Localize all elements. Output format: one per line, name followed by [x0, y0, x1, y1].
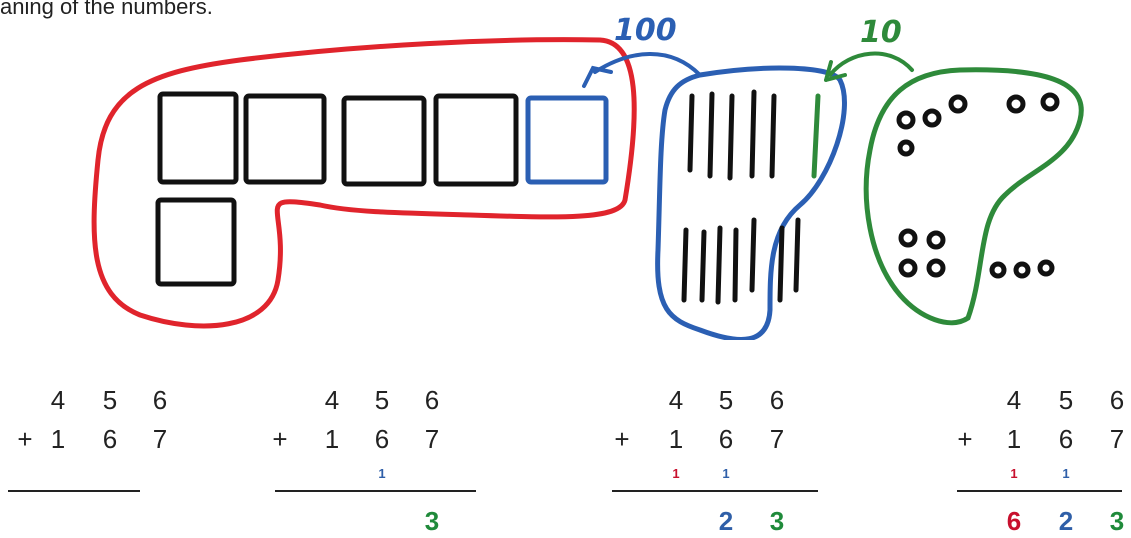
one-dot	[898, 258, 918, 278]
carry-digit: 1	[1062, 466, 1070, 481]
hundred-arrow	[593, 52, 702, 77]
ten-stick	[699, 229, 707, 303]
ten-arrowhead	[824, 60, 847, 82]
label-ten: 10	[860, 15, 902, 50]
bottom-digit: 6	[718, 424, 734, 454]
result-digit: 2	[718, 506, 734, 536]
carry-digit: 1	[1010, 466, 1018, 481]
base-ten-drawing: 100 10	[91, 13, 1084, 340]
ten-stick	[769, 93, 777, 179]
plus-sign: +	[614, 424, 630, 454]
top-digit: 4	[668, 385, 684, 415]
top-digit: 6	[152, 385, 168, 415]
result-digit: 3	[769, 506, 785, 536]
sum-rule	[8, 490, 140, 492]
ten-stick	[793, 217, 801, 293]
plus-sign: +	[17, 424, 33, 454]
caption-text: aning of the numbers.	[0, 0, 213, 19]
one-dot	[896, 110, 916, 130]
one-dot	[989, 261, 1007, 279]
result-digit: 2	[1058, 506, 1074, 536]
carried-hundred-square	[525, 95, 609, 185]
bottom-digit: 6	[1058, 424, 1074, 454]
hundred-square	[155, 197, 237, 287]
bottom-digit: 6	[102, 424, 118, 454]
result-digit: 3	[1109, 506, 1125, 536]
tens-group-outline	[655, 65, 847, 340]
bottom-digit: 1	[324, 424, 340, 454]
carry-digit: 1	[722, 466, 730, 481]
hundred-arrowhead	[582, 65, 613, 88]
hundred-squares	[155, 91, 519, 287]
top-digit: 6	[1109, 385, 1125, 415]
one-dot	[1040, 92, 1060, 112]
carry-digit: 1	[378, 466, 386, 481]
result-digit: 6	[1006, 506, 1022, 536]
ten-stick	[777, 225, 785, 303]
top-digit: 4	[324, 385, 340, 415]
one-dot	[897, 139, 915, 157]
bottom-digit: 7	[152, 424, 168, 454]
result-digit: 3	[424, 506, 440, 536]
bottom-digit: 1	[1006, 424, 1022, 454]
ten-stick	[715, 225, 723, 305]
one-dot	[948, 94, 968, 114]
one-dot	[926, 230, 946, 250]
plus-sign: +	[957, 424, 973, 454]
top-digit: 5	[102, 385, 118, 415]
ten-stick	[707, 91, 715, 179]
ten-stick	[727, 93, 735, 181]
bottom-digit: 7	[769, 424, 785, 454]
ten-stick	[732, 227, 739, 303]
ten-stick	[681, 227, 689, 303]
one-dots	[896, 92, 1060, 279]
hundred-square	[157, 91, 239, 185]
top-digit: 4	[1006, 385, 1022, 415]
top-digit: 5	[1058, 385, 1074, 415]
bottom-digit: 1	[50, 424, 66, 454]
carry-digit: 1	[672, 466, 680, 481]
label-hundred: 100	[614, 13, 677, 48]
top-digit: 6	[424, 385, 440, 415]
ones-group-outline	[863, 67, 1084, 326]
hundreds-group-outline	[91, 37, 637, 329]
ten-arrow	[828, 51, 914, 77]
ten-stick	[749, 89, 757, 179]
ten-stick	[687, 93, 695, 173]
bottom-digit: 6	[374, 424, 390, 454]
top-digit: 6	[769, 385, 785, 415]
top-digit: 5	[374, 385, 390, 415]
bottom-digit: 1	[668, 424, 684, 454]
carried-ten-stick	[811, 93, 821, 179]
sum-rule	[612, 490, 818, 492]
one-dot	[926, 258, 946, 278]
bottom-digit: 7	[424, 424, 440, 454]
hundred-square	[341, 95, 427, 187]
one-dot	[1013, 261, 1031, 279]
hundred-square	[243, 93, 327, 185]
top-digit: 5	[718, 385, 734, 415]
one-dot	[1037, 259, 1055, 277]
ten-sticks	[681, 89, 801, 305]
one-dot	[922, 108, 942, 128]
plus-sign: +	[272, 424, 288, 454]
bottom-digit: 7	[1109, 424, 1125, 454]
sum-rule	[957, 490, 1122, 492]
one-dot	[1006, 94, 1026, 114]
ten-stick	[749, 217, 757, 293]
one-dot	[898, 228, 918, 248]
top-digit: 4	[50, 385, 66, 415]
hundred-square	[433, 93, 519, 187]
sum-rule	[275, 490, 476, 492]
